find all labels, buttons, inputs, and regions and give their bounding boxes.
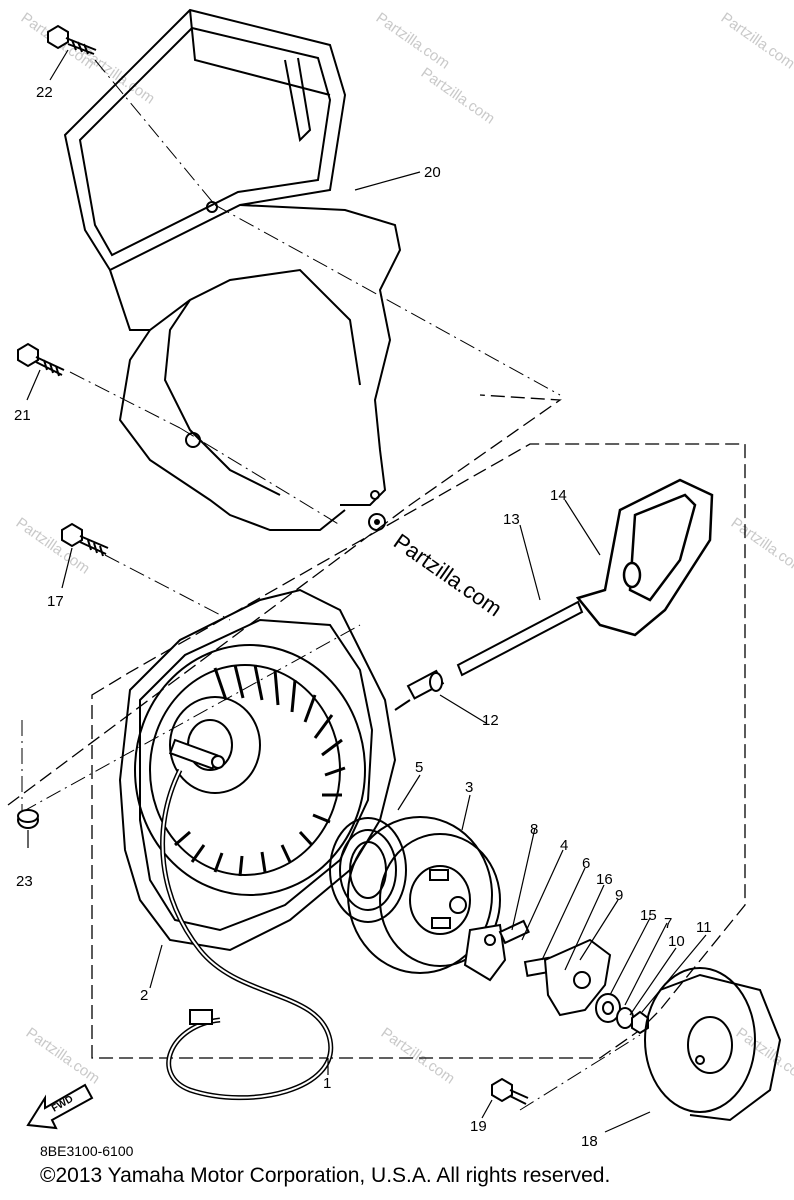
housing-ribs [174, 664, 346, 877]
pin-part-8 [498, 919, 530, 945]
callout-19: 19 [470, 1118, 487, 1135]
mount-plane-boundary [7, 394, 562, 806]
drawing-code: 8BE3100-6100 [40, 1143, 134, 1159]
callout-12: 12 [482, 712, 499, 729]
callout-3: 3 [465, 779, 473, 796]
reel-part-3 [347, 816, 501, 974]
watermark: Partzilla.com [733, 1024, 794, 1087]
grommet-marker [368, 513, 386, 531]
washer-part-10 [616, 1007, 634, 1029]
watermark: Partzilla.com [23, 1024, 103, 1087]
callout-22: 22 [36, 84, 53, 101]
leader-lines [21, 59, 641, 1111]
spring-part-5 [329, 817, 407, 923]
callout-7: 7 [664, 915, 672, 932]
callout-18: 18 [581, 1133, 598, 1150]
callout-5: 5 [415, 759, 423, 776]
bolt-part-21 [17, 342, 65, 377]
callout-15: 15 [640, 907, 657, 924]
copyright-notice: ©2013 Yamaha Motor Corporation, U.S.A. A… [40, 1164, 611, 1187]
callout-13: 13 [503, 511, 520, 528]
pawl-part-4 [463, 923, 507, 982]
callout-20: 20 [424, 164, 441, 181]
pulley-part-18 [644, 967, 782, 1122]
rope-part-13-end [394, 699, 411, 711]
rope-part-13 [456, 600, 584, 677]
callout-9: 9 [615, 887, 623, 904]
fwd-arrow: FWD [26, 1083, 94, 1130]
nut-part-11 [631, 1010, 649, 1035]
watermark: Partzilla.com [728, 514, 794, 577]
washer-part-15 [595, 993, 621, 1023]
assembly-1-boundary [91, 443, 746, 1059]
assembly-boundaries [7, 394, 746, 1059]
callout-leaders [26, 49, 707, 1133]
fan-shroud-part-20 [63, 8, 402, 531]
watermark: Partzilla.com [13, 514, 93, 577]
callout-10: 10 [668, 933, 685, 950]
starter-housing [118, 588, 397, 952]
callout-23: 23 [16, 873, 33, 890]
housing-shaft [168, 738, 225, 770]
watermark: Partzilla.com [718, 9, 794, 72]
callout-16: 16 [596, 871, 613, 888]
watermark: Partzilla.com [378, 1024, 458, 1087]
callout-14: 14 [550, 487, 567, 504]
watermark-main: Partzilla.com [389, 529, 506, 622]
callout-6: 6 [582, 855, 590, 872]
callout-21: 21 [14, 407, 31, 424]
rope-guide-part-12 [406, 669, 445, 700]
watermark: Partzilla.com [418, 64, 498, 127]
callout-2: 2 [140, 987, 148, 1004]
callout-1: 1 [323, 1075, 331, 1092]
rope-clip [189, 1009, 213, 1025]
callout-8: 8 [530, 821, 538, 838]
plate-part-9 [543, 938, 612, 1017]
callout-11: 11 [696, 919, 712, 936]
nut-part-23 [17, 809, 39, 829]
bolt-part-17 [61, 522, 109, 557]
watermark: Partzilla.com [373, 9, 453, 72]
callout-17: 17 [47, 593, 64, 610]
callout-labels: 1 2 3 4 5 6 7 8 9 10 11 12 13 14 15 16 1… [14, 84, 712, 1150]
bolt-part-22 [47, 24, 97, 55]
callout-4: 4 [560, 837, 568, 854]
handle-part-14 [575, 478, 714, 637]
bolt-part-19 [491, 1077, 529, 1105]
